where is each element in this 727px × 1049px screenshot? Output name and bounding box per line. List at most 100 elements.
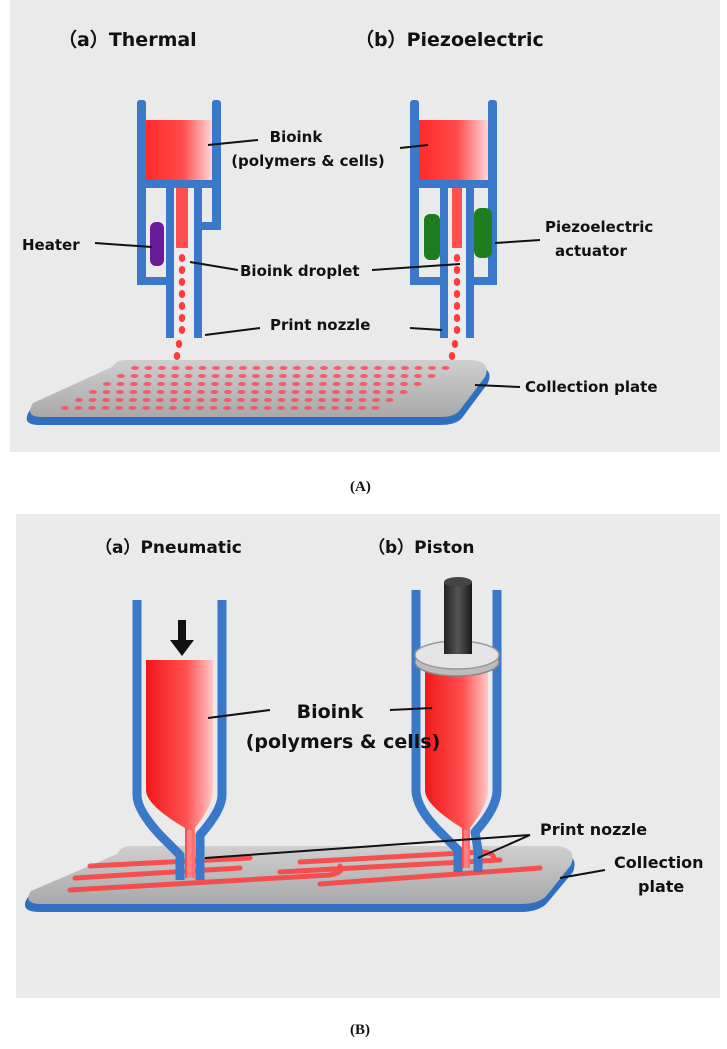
printed-droplet (264, 390, 273, 394)
printed-droplet (211, 382, 219, 386)
printed-droplet (306, 366, 315, 370)
printed-droplet (373, 382, 381, 386)
printed-droplet (115, 398, 124, 402)
printed-droplet (128, 406, 137, 410)
label-heater: Heater (22, 236, 80, 254)
printed-droplet (399, 390, 408, 394)
label-piezo-actuator: Piezoelectric (545, 218, 653, 236)
printed-droplet (277, 406, 285, 410)
printed-droplet (210, 390, 219, 394)
printed-droplet (265, 382, 273, 386)
printed-droplet (347, 366, 355, 370)
printed-droplet (239, 366, 247, 370)
printed-droplet (157, 374, 166, 378)
printed-droplet (306, 374, 314, 378)
label-bioink: Bioink (270, 128, 324, 146)
printed-droplet (333, 366, 342, 370)
label-bioink-b-detail: (polymers & cells) (246, 731, 441, 753)
printed-droplet (400, 374, 409, 378)
panel-b-diagram: （a）Pneumatic （b）Piston Bioink (polymers … (24, 537, 704, 912)
panel-b (16, 514, 720, 998)
printed-droplet (198, 374, 206, 378)
printed-droplet (346, 374, 355, 378)
label-bioink-droplet: Bioink droplet (240, 262, 360, 280)
label-bioink-b: Bioink (297, 701, 364, 723)
printed-droplet (88, 406, 96, 410)
printed-droplet (157, 382, 165, 386)
printed-droplet (251, 390, 259, 394)
piezo-actuator-right (474, 208, 492, 258)
printed-droplet (292, 382, 300, 386)
printed-droplet (130, 382, 138, 386)
printed-droplet (320, 366, 328, 370)
printed-droplet (183, 398, 191, 402)
printed-droplet (345, 390, 354, 394)
printed-droplet (278, 382, 287, 386)
printed-droplet (371, 406, 380, 410)
printed-droplet (252, 374, 260, 378)
printed-droplet (212, 366, 220, 370)
title-pneumatic: （a）Pneumatic (95, 537, 242, 558)
printed-droplet (209, 406, 218, 410)
printed-droplet (386, 382, 395, 386)
label-collection-plate-a: Collection plate (525, 378, 658, 396)
printed-droplet (156, 390, 165, 394)
printed-droplet (169, 406, 177, 410)
printed-droplet (237, 398, 245, 402)
printed-droplet (372, 398, 380, 402)
printed-droplet (279, 374, 287, 378)
printed-droplet (387, 374, 395, 378)
title-piston: （b）Piston (368, 537, 474, 558)
printed-droplet (387, 366, 396, 370)
printed-droplet (236, 406, 245, 410)
printed-droplet (441, 366, 450, 370)
printed-droplet (144, 366, 153, 370)
printed-droplet (184, 374, 193, 378)
printed-droplet (318, 398, 326, 402)
printed-droplet (225, 366, 234, 370)
printed-droplet (290, 406, 299, 410)
printed-droplet (373, 374, 382, 378)
printed-droplet (170, 382, 179, 386)
printed-droplet (331, 406, 339, 410)
printed-droplet (291, 398, 299, 402)
printed-droplet (223, 406, 231, 410)
printed-droplet (401, 366, 409, 370)
printed-droplet (61, 406, 69, 410)
printed-droplet (223, 398, 232, 402)
printed-droplet (102, 398, 110, 402)
printed-droplet (277, 398, 286, 402)
printed-droplet (250, 398, 259, 402)
panel-a-diagram: （a）Thermal （b）Piezoelectric Bioink (poly… (22, 28, 658, 425)
collection-plate-a (26, 360, 490, 425)
printed-droplet (360, 366, 369, 370)
printed-droplet (158, 366, 166, 370)
printed-droplet (116, 382, 125, 386)
label-collection-b: Collection (614, 853, 704, 872)
caption-b: (B) (350, 1022, 370, 1038)
printed-droplet (102, 390, 111, 394)
printed-droplet (210, 398, 218, 402)
printed-droplet (414, 374, 422, 378)
leader-lines-b (204, 707, 606, 879)
printed-droplet (265, 374, 274, 378)
printed-droplet (224, 382, 233, 386)
printed-droplet (346, 382, 354, 386)
printed-droplet (196, 406, 204, 410)
pressure-arrow-icon (170, 620, 194, 656)
printed-droplet (185, 366, 193, 370)
printed-droplet (129, 398, 137, 402)
printed-droplet (319, 382, 327, 386)
printed-droplet (117, 374, 125, 378)
printed-droplet (400, 382, 408, 386)
printed-droplet (143, 382, 152, 386)
printed-droplet (386, 390, 394, 394)
printed-droplet (293, 366, 301, 370)
label-piezo-actuator-2: actuator (555, 242, 627, 260)
printed-droplet (279, 366, 288, 370)
printed-droplet (101, 406, 110, 410)
collection-plate-b (24, 846, 575, 912)
printed-droplet (103, 382, 111, 386)
label-print-nozzle-b: Print nozzle (540, 820, 647, 839)
